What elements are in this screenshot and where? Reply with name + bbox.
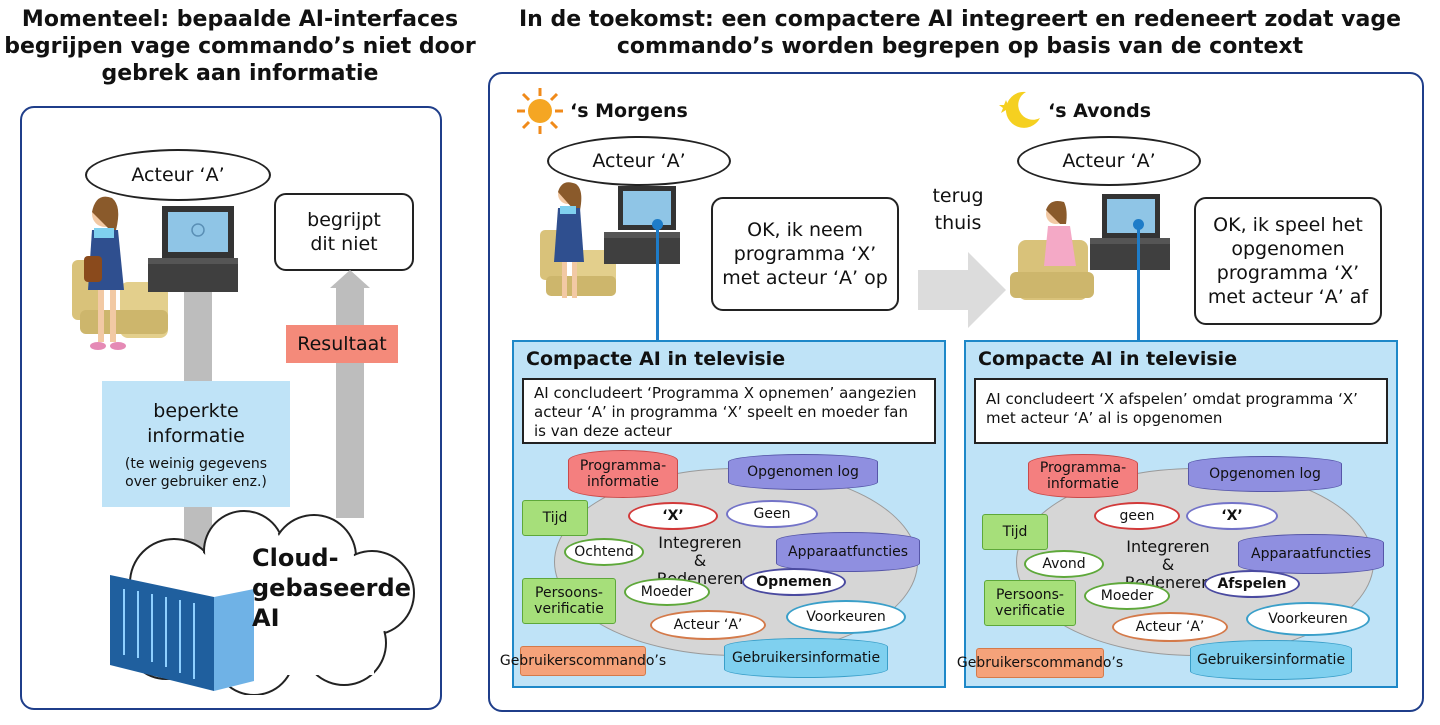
- evening-device-functions: Apparaatfuncties: [1238, 534, 1384, 574]
- evening-val-command-text: Acteur ‘A’: [1135, 619, 1205, 635]
- evening-commands-box: Gebruikerscommando’s: [957, 648, 1123, 678]
- evening-user-info: Gebruikersinformatie: [1190, 640, 1352, 680]
- info-subtitle: (te weinig gegevens over gebruiker enz.): [124, 456, 268, 490]
- evening-val-time: Avond: [1024, 550, 1104, 578]
- evening-val-person-text: Moeder: [1100, 588, 1154, 604]
- morning-commands-box: Gebruikerscommando’s: [500, 646, 666, 676]
- evening-time-label: Tijd: [1002, 524, 1028, 540]
- evening-val-prefs: Voorkeuren: [1246, 602, 1370, 636]
- morning-connector: [656, 225, 659, 341]
- morning-action-text: Opnemen: [756, 574, 832, 590]
- evening-ai-title: Compacte AI in televisie: [978, 348, 1238, 370]
- evening-recorded-log-label: Opgenomen log: [1209, 466, 1321, 482]
- evening-action: Afspelen: [1204, 570, 1300, 598]
- evening-val-log-text: ‘X’: [1221, 508, 1243, 524]
- morning-time-box: Tijd: [522, 500, 588, 536]
- sun-icon: [517, 88, 563, 134]
- evening-connector: [1137, 225, 1140, 341]
- transition-label: terug thuis: [932, 185, 984, 234]
- result-label: Resultaat: [297, 333, 387, 355]
- morning-val-program-text: ‘X’: [662, 508, 684, 524]
- morning-device-functions: Apparaatfuncties: [776, 532, 920, 572]
- morning-ai-title: Compacte AI in televisie: [526, 348, 786, 370]
- tv-icon: [148, 206, 238, 292]
- evening-time-box: Tijd: [982, 514, 1048, 550]
- evening-val-time-text: Avond: [1042, 556, 1086, 572]
- morning-action: Opnemen: [742, 568, 846, 596]
- evening-program-info-label: Programma-informatie: [1039, 460, 1127, 492]
- morning-scene: [540, 182, 680, 298]
- evening-speech-tv-text: OK, ik speel het opgenomen programma ‘X’…: [1207, 214, 1369, 308]
- evening-person-box: Persoons-verificatie: [984, 580, 1076, 626]
- morning-program-info: Programma-informatie: [568, 450, 678, 498]
- evening-val-command: Acteur ‘A’: [1112, 612, 1228, 642]
- evening-conclusion: AI concludeert ‘X afspelen’ omdat progra…: [974, 378, 1388, 444]
- cloud-shape: [110, 510, 415, 695]
- evening-speech-tv: OK, ik speel het opgenomen programma ‘X’…: [1194, 197, 1382, 325]
- morning-val-log: Geen: [726, 500, 818, 528]
- morning-val-prefs-text: Voorkeuren: [806, 609, 886, 625]
- speech-bubble-tv: begrijpt dit niet: [274, 193, 414, 271]
- morning-program-info-label: Programma-informatie: [579, 458, 667, 490]
- info-title: beperkte informatie: [147, 400, 245, 447]
- evening-person-label: Persoons-verificatie: [995, 587, 1065, 619]
- evening-recorded-log: Opgenomen log: [1188, 456, 1342, 492]
- speech-tv-text: begrijpt dit niet: [307, 209, 381, 255]
- morning-val-person-text: Moeder: [640, 584, 694, 600]
- morning-user-info-label: Gebruikersinformatie: [731, 650, 881, 666]
- evening-scene: [1010, 194, 1170, 300]
- morning-commands-label: Gebruikerscommando’s: [499, 653, 667, 669]
- morning-val-command-text: Acteur ‘A’: [673, 617, 743, 633]
- transition-arrow: [918, 252, 1006, 328]
- morning-recorded-log: Opgenomen log: [728, 454, 878, 490]
- morning-speech-tv-text: OK, ik neem programma ‘X’ met acteur ‘A’…: [722, 219, 888, 289]
- morning-val-program: ‘X’: [628, 502, 718, 530]
- speech-actor-text: Acteur ‘A’: [131, 164, 225, 186]
- evening-val-prefs-text: Voorkeuren: [1268, 611, 1348, 627]
- evening-val-program-text: geen: [1119, 508, 1155, 524]
- moon-icon: [999, 91, 1040, 128]
- speech-bubble-actor: Acteur ‘A’: [85, 149, 271, 201]
- evening-speech-actor-text: Acteur ‘A’: [1062, 150, 1156, 172]
- morning-val-person: Moeder: [624, 578, 710, 606]
- evening-user-info-label: Gebruikersinformatie: [1196, 652, 1346, 668]
- morning-time-label: Tijd: [542, 510, 568, 526]
- morning-val-command: Acteur ‘A’: [650, 610, 766, 640]
- up-arrow: [330, 270, 370, 518]
- evening-val-person: Moeder: [1084, 582, 1170, 610]
- morning-connector-dot: [652, 219, 663, 230]
- evening-label: ‘s Avonds: [1048, 100, 1152, 122]
- morning-speech-actor: Acteur ‘A’: [547, 136, 731, 186]
- evening-commands-label: Gebruikerscommando’s: [956, 655, 1124, 671]
- morning-user-info: Gebruikersinformatie: [724, 638, 888, 678]
- evening-val-log: ‘X’: [1186, 502, 1278, 530]
- evening-ai-box: Compacte AI in televisie AI concludeert …: [957, 340, 1398, 688]
- morning-val-log-text: Geen: [753, 506, 791, 522]
- morning-val-prefs: Voorkeuren: [786, 600, 906, 634]
- evening-val-program: geen: [1094, 502, 1180, 530]
- morning-device-functions-label: Apparaatfuncties: [788, 544, 908, 560]
- server-rack-icon: [110, 575, 254, 691]
- morning-conclusion: AI concludeert ‘Programma X opnemen’ aan…: [522, 378, 936, 444]
- left-title: Momenteel: bepaalde AI-interfaces begrij…: [4, 7, 476, 86]
- result-tag: Resultaat: [286, 325, 398, 363]
- cloud-label: Cloud-gebaseerde AI: [252, 544, 411, 632]
- morning-speech-actor-text: Acteur ‘A’: [592, 150, 686, 172]
- evening-program-info: Programma-informatie: [1028, 454, 1138, 498]
- woman-icon: [84, 196, 126, 350]
- morning-person-label: Persoons-verificatie: [534, 585, 604, 617]
- morning-speech-tv: OK, ik neem programma ‘X’ met acteur ‘A’…: [711, 197, 899, 311]
- morning-person-box: Persoons-verificatie: [522, 578, 616, 624]
- morning-val-time: Ochtend: [564, 538, 644, 566]
- evening-action-text: Afspelen: [1217, 576, 1287, 592]
- right-title: In de toekomst: een compactere AI integr…: [518, 7, 1401, 59]
- evening-device-functions-label: Apparaatfuncties: [1251, 546, 1371, 562]
- morning-label: ‘s Morgens: [570, 100, 688, 122]
- morning-ai-box: Compacte AI in televisie AI concludeert …: [500, 340, 946, 688]
- info-box: beperkte informatie (te weinig gegevens …: [102, 381, 290, 507]
- evening-connector-dot: [1133, 219, 1144, 230]
- morning-recorded-log-label: Opgenomen log: [747, 464, 859, 480]
- evening-speech-actor: Acteur ‘A’: [1017, 136, 1201, 186]
- morning-val-time-text: Ochtend: [574, 544, 634, 560]
